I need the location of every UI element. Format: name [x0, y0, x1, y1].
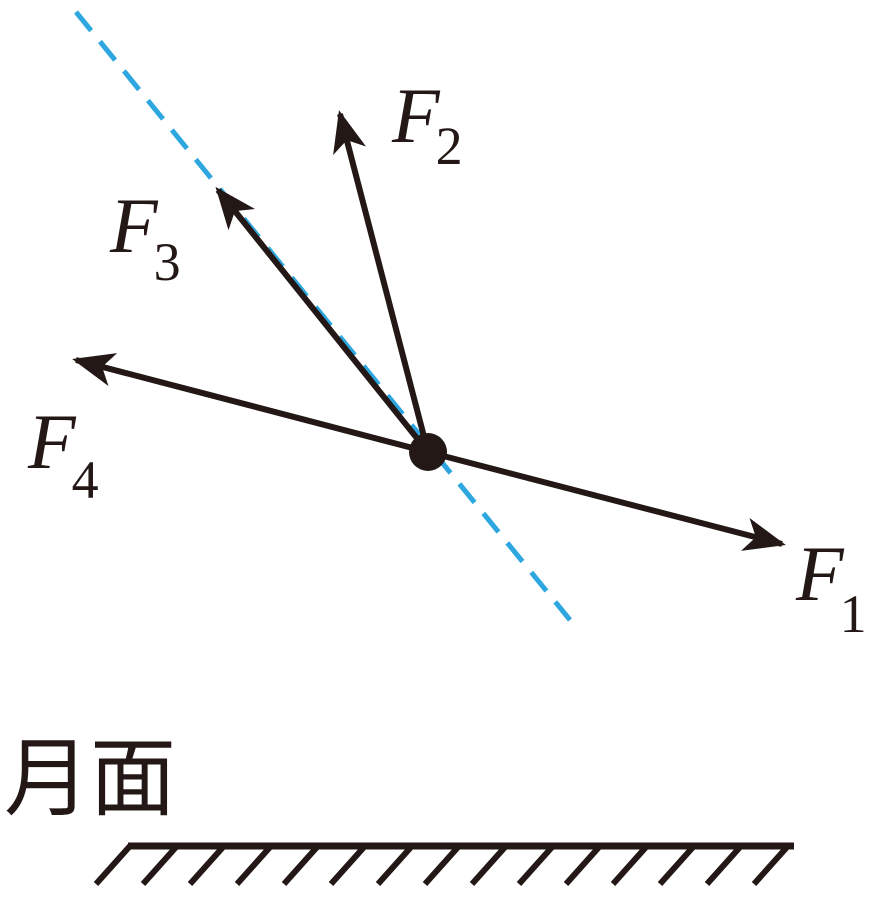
label-f1: F1 [795, 530, 867, 644]
hatch-mark [751, 843, 791, 887]
particle-dot [409, 433, 447, 471]
label-f4: F4 [27, 398, 99, 510]
hatch-mark [610, 843, 650, 887]
hatch-mark [281, 843, 321, 887]
hatch-mark [704, 843, 744, 887]
hatch-mark [422, 843, 462, 887]
hatch-mark [328, 843, 368, 887]
ground-surface [93, 842, 794, 887]
hatch-mark [469, 843, 509, 887]
force-vector-f2 [333, 110, 431, 453]
hatch-mark [657, 843, 697, 887]
label-f3: F3 [109, 182, 181, 292]
hatch-mark [563, 843, 603, 887]
hatch-mark [93, 843, 133, 887]
hatch-mark [234, 843, 274, 887]
force-vector-f1 [427, 449, 786, 551]
hatch-mark [187, 843, 227, 887]
hatch-mark [375, 843, 415, 887]
ground-hatching [93, 843, 791, 887]
label-f2: F2 [391, 72, 463, 176]
surface-label: 月面 [4, 729, 176, 829]
hatch-mark [516, 843, 556, 887]
hatch-mark [140, 843, 180, 887]
force-vector-f3 [215, 186, 431, 454]
force-vector-f4 [72, 353, 429, 455]
dashed-reference-line [74, 10, 572, 622]
